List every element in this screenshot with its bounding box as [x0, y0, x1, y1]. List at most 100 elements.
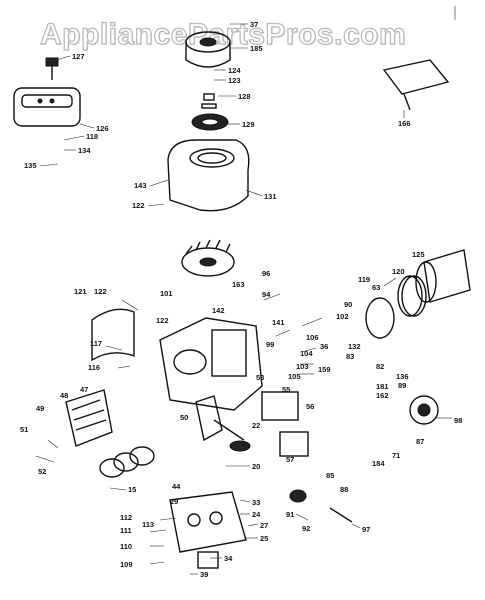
- governor-part: [261, 391, 309, 457]
- gasket-rings-part: [99, 446, 155, 478]
- callout-103: 103: [296, 362, 309, 371]
- callout-166: 166: [398, 119, 411, 128]
- callout-56: 56: [306, 402, 314, 411]
- callout-88: 88: [340, 485, 348, 494]
- callout-47: 47: [80, 385, 88, 394]
- callout-37: 37: [250, 20, 258, 29]
- callout-24: 24: [252, 510, 261, 519]
- cylinder-head-part: [65, 389, 113, 447]
- seal-ring-part: [191, 113, 229, 131]
- callout-92: 92: [302, 524, 310, 533]
- callout-29: 29: [170, 497, 178, 506]
- callout-120: 120: [392, 267, 405, 276]
- callout-33: 33: [252, 498, 260, 507]
- callout-111: 111: [120, 526, 132, 535]
- callout-181: 181: [376, 382, 389, 391]
- callout-141: 141: [272, 318, 285, 327]
- callout-113: 113: [142, 520, 154, 529]
- callout-119: 119: [358, 275, 370, 284]
- callout-27: 27: [260, 521, 268, 530]
- starter-cup-part: [185, 31, 231, 68]
- callout-22: 22: [252, 421, 260, 430]
- callout-185: 185: [250, 44, 263, 53]
- callout-136: 136: [396, 372, 409, 381]
- callout-49: 49: [36, 404, 44, 413]
- callout-131: 131: [264, 192, 277, 201]
- callout-122: 122: [132, 201, 145, 210]
- nut-part: [201, 93, 217, 109]
- callout-123: 123: [228, 76, 241, 85]
- callout-102: 102: [336, 312, 349, 321]
- callout-162: 162: [376, 391, 389, 400]
- callout-134: 134: [78, 146, 91, 155]
- callout-104: 104: [300, 349, 313, 358]
- bearing-part: [289, 489, 353, 523]
- crankshaft-part: [195, 395, 251, 452]
- callout-106: 106: [306, 333, 319, 342]
- callout-55: 55: [282, 385, 290, 394]
- callout-labels: 37 185 124 123 128 129 127 126 118 134 1…: [20, 20, 462, 579]
- callout-85: 85: [326, 471, 334, 480]
- callout-44: 44: [172, 482, 181, 491]
- callout-97: 97: [362, 525, 370, 534]
- callout-143: 143: [134, 181, 147, 190]
- callout-116: 116: [88, 363, 100, 372]
- muffler-part: [13, 87, 81, 127]
- callout-128: 128: [238, 92, 251, 101]
- callout-142: 142: [212, 306, 225, 315]
- callout-48: 48: [60, 391, 68, 400]
- callout-118: 118: [86, 132, 98, 141]
- callout-105: 105: [288, 372, 301, 381]
- callout-124: 124: [228, 66, 241, 75]
- callout-99: 99: [266, 340, 274, 349]
- callout-159: 159: [318, 365, 331, 374]
- callout-94: 94: [262, 290, 271, 299]
- callout-184: 184: [372, 459, 385, 468]
- callout-34: 34: [224, 554, 233, 563]
- callout-63: 63: [372, 283, 380, 292]
- carburetor-part: [169, 491, 247, 569]
- air-filter-part: [415, 249, 471, 303]
- callout-110: 110: [120, 542, 132, 551]
- callout-112: 112: [120, 513, 132, 522]
- flywheel-part: [181, 239, 235, 277]
- crankcase-part: [159, 317, 263, 411]
- callout-50: 50: [180, 413, 188, 422]
- callout-129: 129: [242, 120, 255, 129]
- callout-109: 109: [120, 560, 133, 569]
- callout-57: 57: [286, 455, 294, 464]
- callout-117: 117: [90, 339, 102, 348]
- baffle-part: [91, 308, 135, 362]
- callout-126: 126: [96, 124, 109, 133]
- callout-39: 39: [200, 570, 208, 579]
- callout-122: 122: [94, 287, 107, 296]
- callout-96: 96: [262, 269, 270, 278]
- gear-part: [409, 395, 439, 425]
- callout-163: 163: [232, 280, 245, 289]
- callout-51: 51: [20, 425, 28, 434]
- screw-part: [45, 57, 59, 80]
- callout-98: 98: [454, 416, 462, 425]
- callout-91: 91: [286, 510, 294, 519]
- callout-132: 132: [348, 342, 361, 351]
- callout-36: 36: [320, 342, 328, 351]
- callout-89: 89: [398, 381, 406, 390]
- callout-15: 15: [128, 485, 136, 494]
- piston-ring-set-part: [365, 275, 427, 339]
- callout-90: 90: [344, 300, 352, 309]
- callout-71: 71: [392, 451, 400, 460]
- plate-part: [382, 59, 450, 111]
- callout-53: 53: [256, 373, 264, 382]
- callout-20: 20: [252, 462, 260, 471]
- callout-101: 101: [160, 289, 173, 298]
- callout-125: 125: [412, 250, 425, 259]
- callout-82: 82: [376, 362, 384, 371]
- callout-52: 52: [38, 467, 46, 476]
- callout-122: 122: [156, 316, 169, 325]
- callout-83: 83: [346, 352, 354, 361]
- callout-121: 121: [74, 287, 87, 296]
- callout-135: 135: [24, 161, 37, 170]
- callout-87: 87: [416, 437, 424, 446]
